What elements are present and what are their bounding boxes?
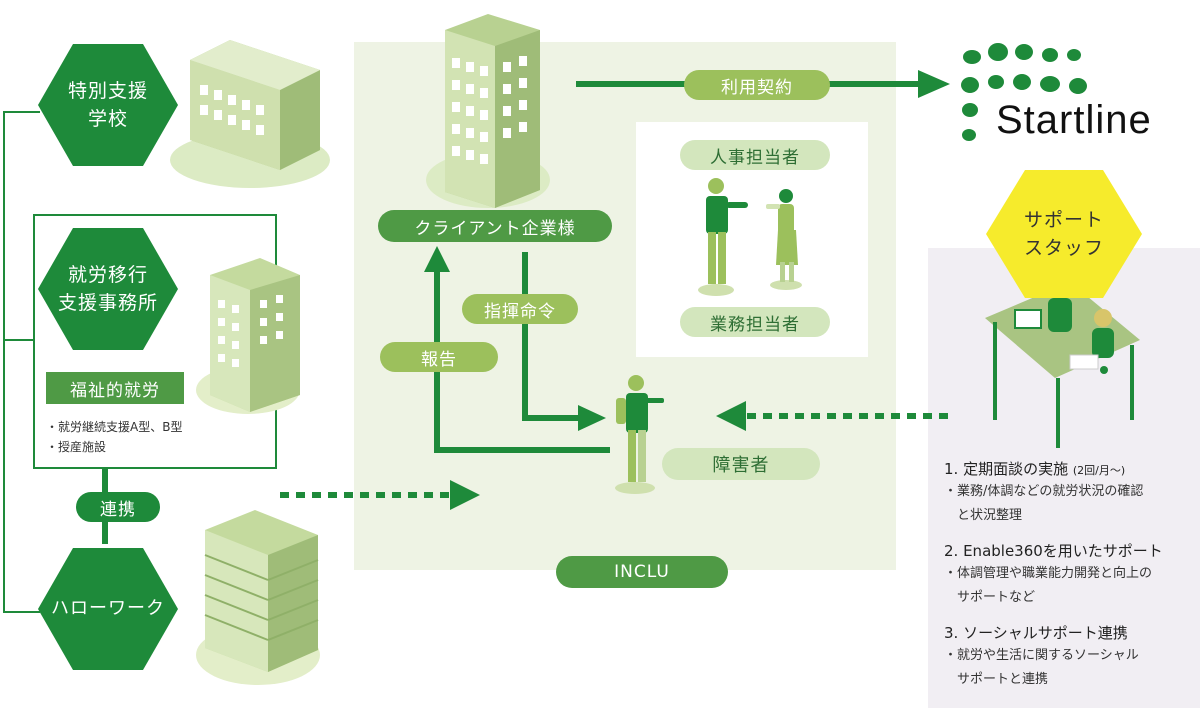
client-label: クライアント企業様 xyxy=(378,210,612,242)
client-tower-illustration xyxy=(426,14,550,208)
business-label: 業務担当者 xyxy=(680,307,830,337)
support-item-1-title: 1. 定期面談の実施 (2回/月〜) xyxy=(944,458,1125,479)
office-building-illustration xyxy=(196,258,300,414)
hellowork-dotted-arrow xyxy=(280,480,480,510)
contract-label: 利用契約 xyxy=(684,70,830,100)
support-dotted-arrow xyxy=(716,401,948,431)
support-item-2-title: 2. Enable360を用いたサポート xyxy=(944,542,1163,560)
report-arrow xyxy=(424,246,610,453)
startline-logo-text: Startline xyxy=(996,98,1152,142)
welfare-label: 福祉的就労 xyxy=(46,372,184,404)
support-item-1-title-text: 1. 定期面談の実施 xyxy=(944,460,1069,478)
command-label: 指揮命令 xyxy=(462,294,578,324)
support-item-1-line-2: と状況整理 xyxy=(944,508,1023,523)
command-arrow xyxy=(522,252,606,431)
report-label: 報告 xyxy=(380,342,498,372)
support-item-1-note: (2回/月〜) xyxy=(1072,464,1126,477)
staff-people-illustration xyxy=(698,178,802,296)
support-item-3-line-2: サポートと連携 xyxy=(944,672,1049,687)
support-desk-illustration xyxy=(985,278,1140,448)
cooperation-pill: 連携 xyxy=(76,492,160,522)
welfare-item-2: ・授産施設 xyxy=(46,440,107,454)
support-item-2-line-2: サポートなど xyxy=(944,590,1036,605)
support-item-3-line-1: ・就労や生活に関するソーシャル xyxy=(944,648,1139,663)
support-item-2-line-1: ・体調管理や職業能力開発と向上の xyxy=(944,566,1153,581)
startline-logo-mark xyxy=(961,43,1087,141)
school-building-illustration xyxy=(170,40,330,188)
worker-person-illustration xyxy=(615,375,664,494)
hellowork-building-illustration xyxy=(196,510,320,685)
hr-label: 人事担当者 xyxy=(680,140,830,170)
support-item-1-line-1: ・業務/体調などの就労状況の確認 xyxy=(944,484,1144,499)
inclu-label: INCLU xyxy=(556,556,728,588)
disabled-label: 障害者 xyxy=(662,448,820,480)
support-item-3-title: 3. ソーシャルサポート連携 xyxy=(944,624,1128,642)
welfare-item-1: ・就労継続支援A型、B型 xyxy=(46,420,183,434)
